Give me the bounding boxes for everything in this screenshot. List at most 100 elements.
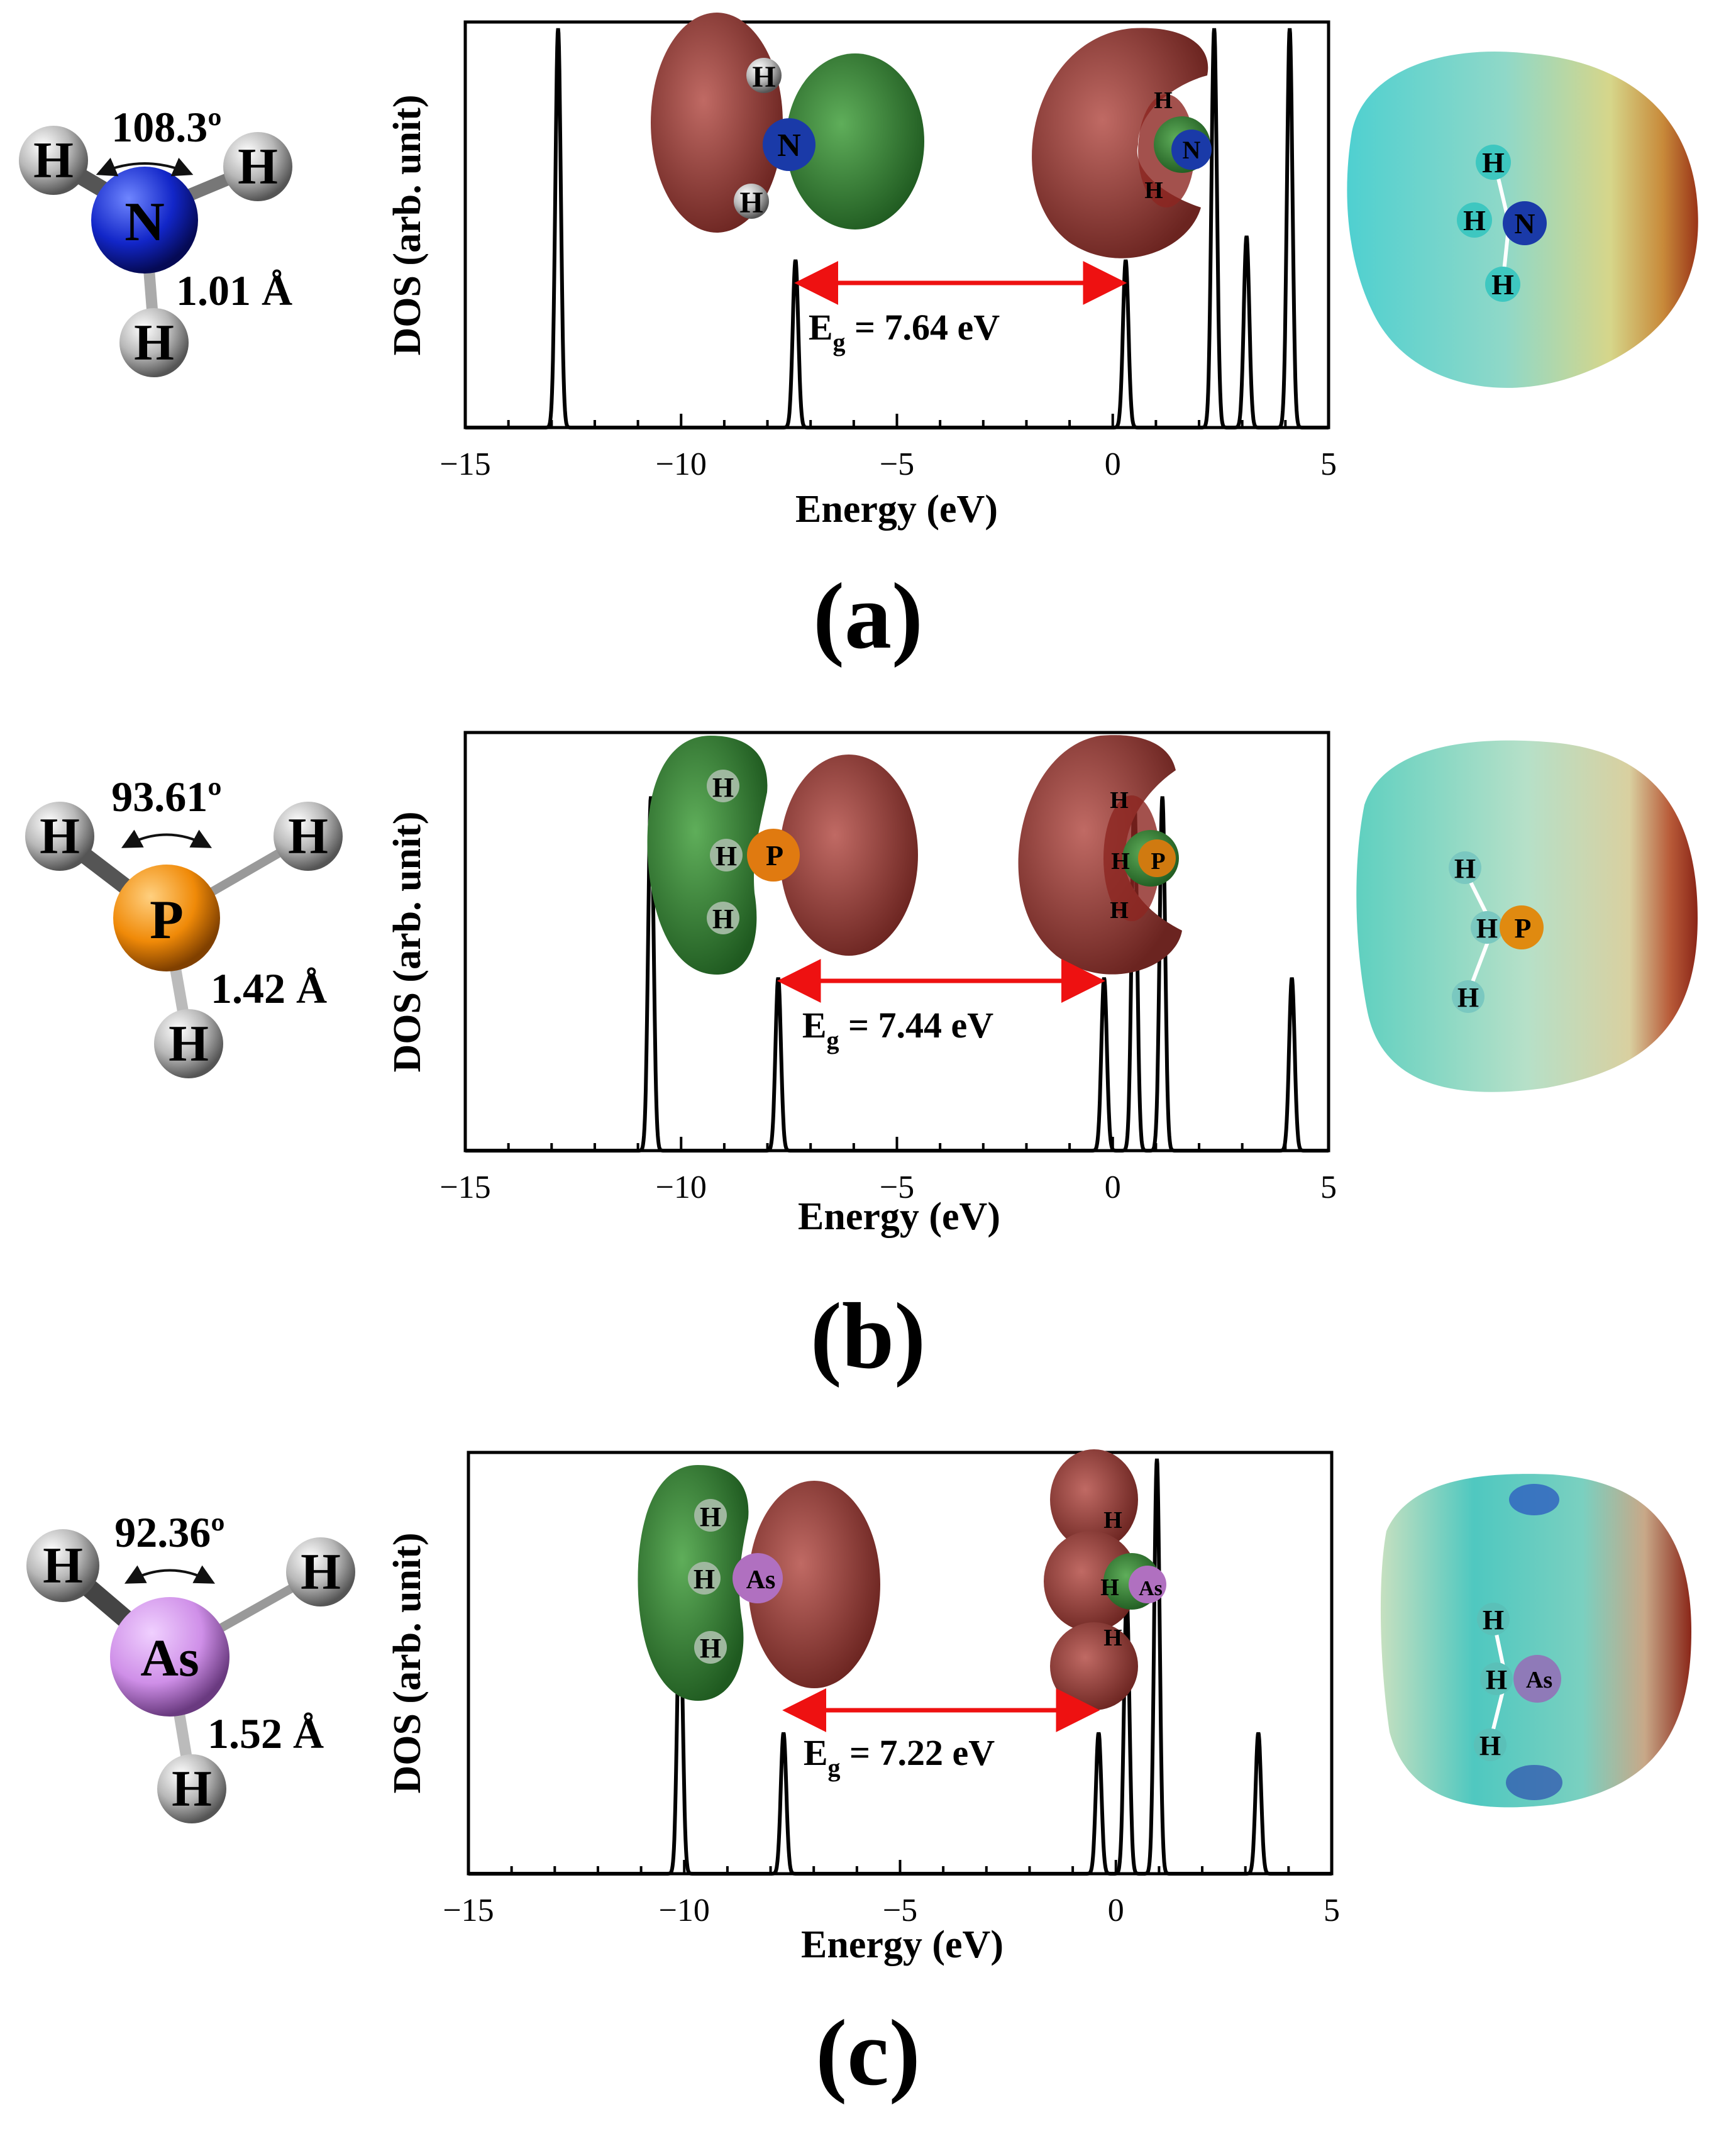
- angle-arrow: [124, 1565, 216, 1584]
- molecule-nh3: H H H N 108.3º 1.01 Å: [19, 103, 292, 377]
- x-tick-label: −10: [659, 1893, 710, 1928]
- panel-c: H H H As 92.36º 1.52 Å −15 −10 −5 0 5 Energy…: [0, 1430, 1736, 2147]
- x-ticks: [467, 1860, 1333, 1874]
- hydrogen-atom: [119, 308, 189, 377]
- svg-text:H: H: [1457, 982, 1479, 1013]
- svg-text:H: H: [1100, 1574, 1119, 1601]
- x-tick-label: −15: [443, 1893, 494, 1928]
- svg-text:H: H: [1483, 1605, 1504, 1635]
- lumo-orbital: H H As H: [1044, 1449, 1166, 1710]
- dos-curve: [465, 796, 1329, 1153]
- hydrogen-atom: [157, 1754, 226, 1823]
- x-tick-label: −5: [883, 1893, 917, 1928]
- hydrogen-atom: [274, 802, 343, 871]
- dos-curve: [468, 1458, 1332, 1876]
- svg-text:N: N: [1183, 136, 1201, 164]
- homo-orbital: H N H: [651, 13, 924, 233]
- svg-text:H: H: [1482, 147, 1505, 179]
- hydrogen-atom: [19, 126, 88, 195]
- x-tick-label: −5: [880, 446, 914, 482]
- svg-text:H: H: [752, 60, 775, 94]
- svg-text:H: H: [1476, 913, 1498, 944]
- bond-length-label: 1.52 Å: [207, 1710, 324, 1757]
- plot-frame: [467, 1451, 1334, 1876]
- svg-text:H: H: [700, 1633, 721, 1664]
- hydrogen-atom: [26, 1529, 99, 1602]
- svg-text:As: As: [1526, 1667, 1552, 1693]
- esp-map: H H N H: [1347, 51, 1698, 388]
- homo-orbital: H H P H: [647, 736, 918, 975]
- central-atom-label: N: [124, 192, 165, 253]
- svg-text:H: H: [1103, 1625, 1122, 1651]
- central-atom: [113, 865, 220, 971]
- x-tick-label: −10: [656, 446, 707, 482]
- central-atom: [91, 167, 198, 274]
- svg-text:H: H: [700, 1501, 721, 1532]
- x-tick-label: 5: [1320, 1170, 1337, 1205]
- svg-text:H: H: [712, 772, 734, 803]
- svg-text:H: H: [739, 186, 763, 219]
- lumo-orbital: H H P H: [1018, 735, 1182, 975]
- svg-text:H: H: [1110, 787, 1129, 814]
- x-tick-label: 0: [1108, 1893, 1124, 1928]
- svg-text:H: H: [1486, 1664, 1507, 1695]
- x-axis-label: Energy (eV): [801, 1923, 1003, 1966]
- angle-arrow: [96, 157, 194, 177]
- x-tick-label: 0: [1105, 1170, 1121, 1205]
- x-tick-label: 5: [1320, 446, 1337, 482]
- bond-angle-label: 93.61º: [111, 773, 221, 821]
- x-tick-label: −15: [440, 1170, 490, 1205]
- svg-text:H: H: [1110, 897, 1129, 924]
- atom-label-h: H: [43, 1537, 83, 1594]
- band-gap-label: Eg = 7.64 eV: [809, 307, 1000, 357]
- band-gap-label: Eg = 7.44 eV: [802, 1005, 993, 1054]
- atom-label-h: H: [238, 138, 278, 195]
- x-axis-label: Energy (eV): [798, 1195, 1000, 1238]
- svg-text:H: H: [1491, 268, 1514, 301]
- svg-text:P: P: [1515, 913, 1532, 944]
- central-atom-label: P: [150, 890, 184, 951]
- esp-map: H H As H: [1380, 1474, 1691, 1808]
- band-gap-label: Eg = 7.22 eV: [804, 1732, 995, 1782]
- molecule-ash3: H H H As 92.36º 1.52 Å: [26, 1508, 355, 1823]
- svg-text:P: P: [766, 839, 783, 871]
- x-ticks: [464, 414, 1330, 428]
- hydrogen-atom: [286, 1537, 355, 1606]
- svg-text:N: N: [1514, 207, 1535, 240]
- bond-length-label: 1.42 Å: [211, 965, 327, 1012]
- svg-text:H: H: [712, 904, 734, 934]
- svg-text:H: H: [1111, 848, 1130, 875]
- atom-label-h: H: [33, 131, 74, 189]
- x-tick-label: −5: [880, 1170, 914, 1205]
- bond-angle-label: 92.36º: [114, 1508, 224, 1556]
- svg-text:H: H: [694, 1564, 715, 1595]
- svg-text:H: H: [1103, 1507, 1122, 1534]
- svg-text:P: P: [1151, 848, 1165, 875]
- svg-text:N: N: [777, 128, 801, 163]
- central-atom-label: As: [140, 1629, 199, 1688]
- svg-text:H: H: [1454, 853, 1476, 884]
- svg-text:H: H: [1154, 87, 1173, 114]
- svg-text:H: H: [716, 841, 737, 871]
- y-axis-label: DOS (arb. unit): [386, 94, 429, 355]
- bond-angle-label: 108.3º: [111, 103, 221, 151]
- dos-curve: [465, 28, 1329, 429]
- svg-text:As: As: [746, 1566, 776, 1595]
- panel-caption: (b): [810, 1284, 926, 1388]
- x-ticks: [464, 1137, 1330, 1151]
- atom-label-h: H: [172, 1760, 212, 1817]
- x-tick-labels: −15 −10 −5 0 5: [443, 1893, 1340, 1928]
- homo-orbital: H H As H: [638, 1465, 880, 1701]
- panel-caption: (c): [815, 2001, 921, 2105]
- central-atom: [110, 1597, 229, 1717]
- atom-label-h: H: [301, 1543, 341, 1600]
- x-tick-label: 5: [1324, 1893, 1340, 1928]
- atom-label-h: H: [169, 1015, 209, 1072]
- svg-text:H: H: [1479, 1730, 1501, 1761]
